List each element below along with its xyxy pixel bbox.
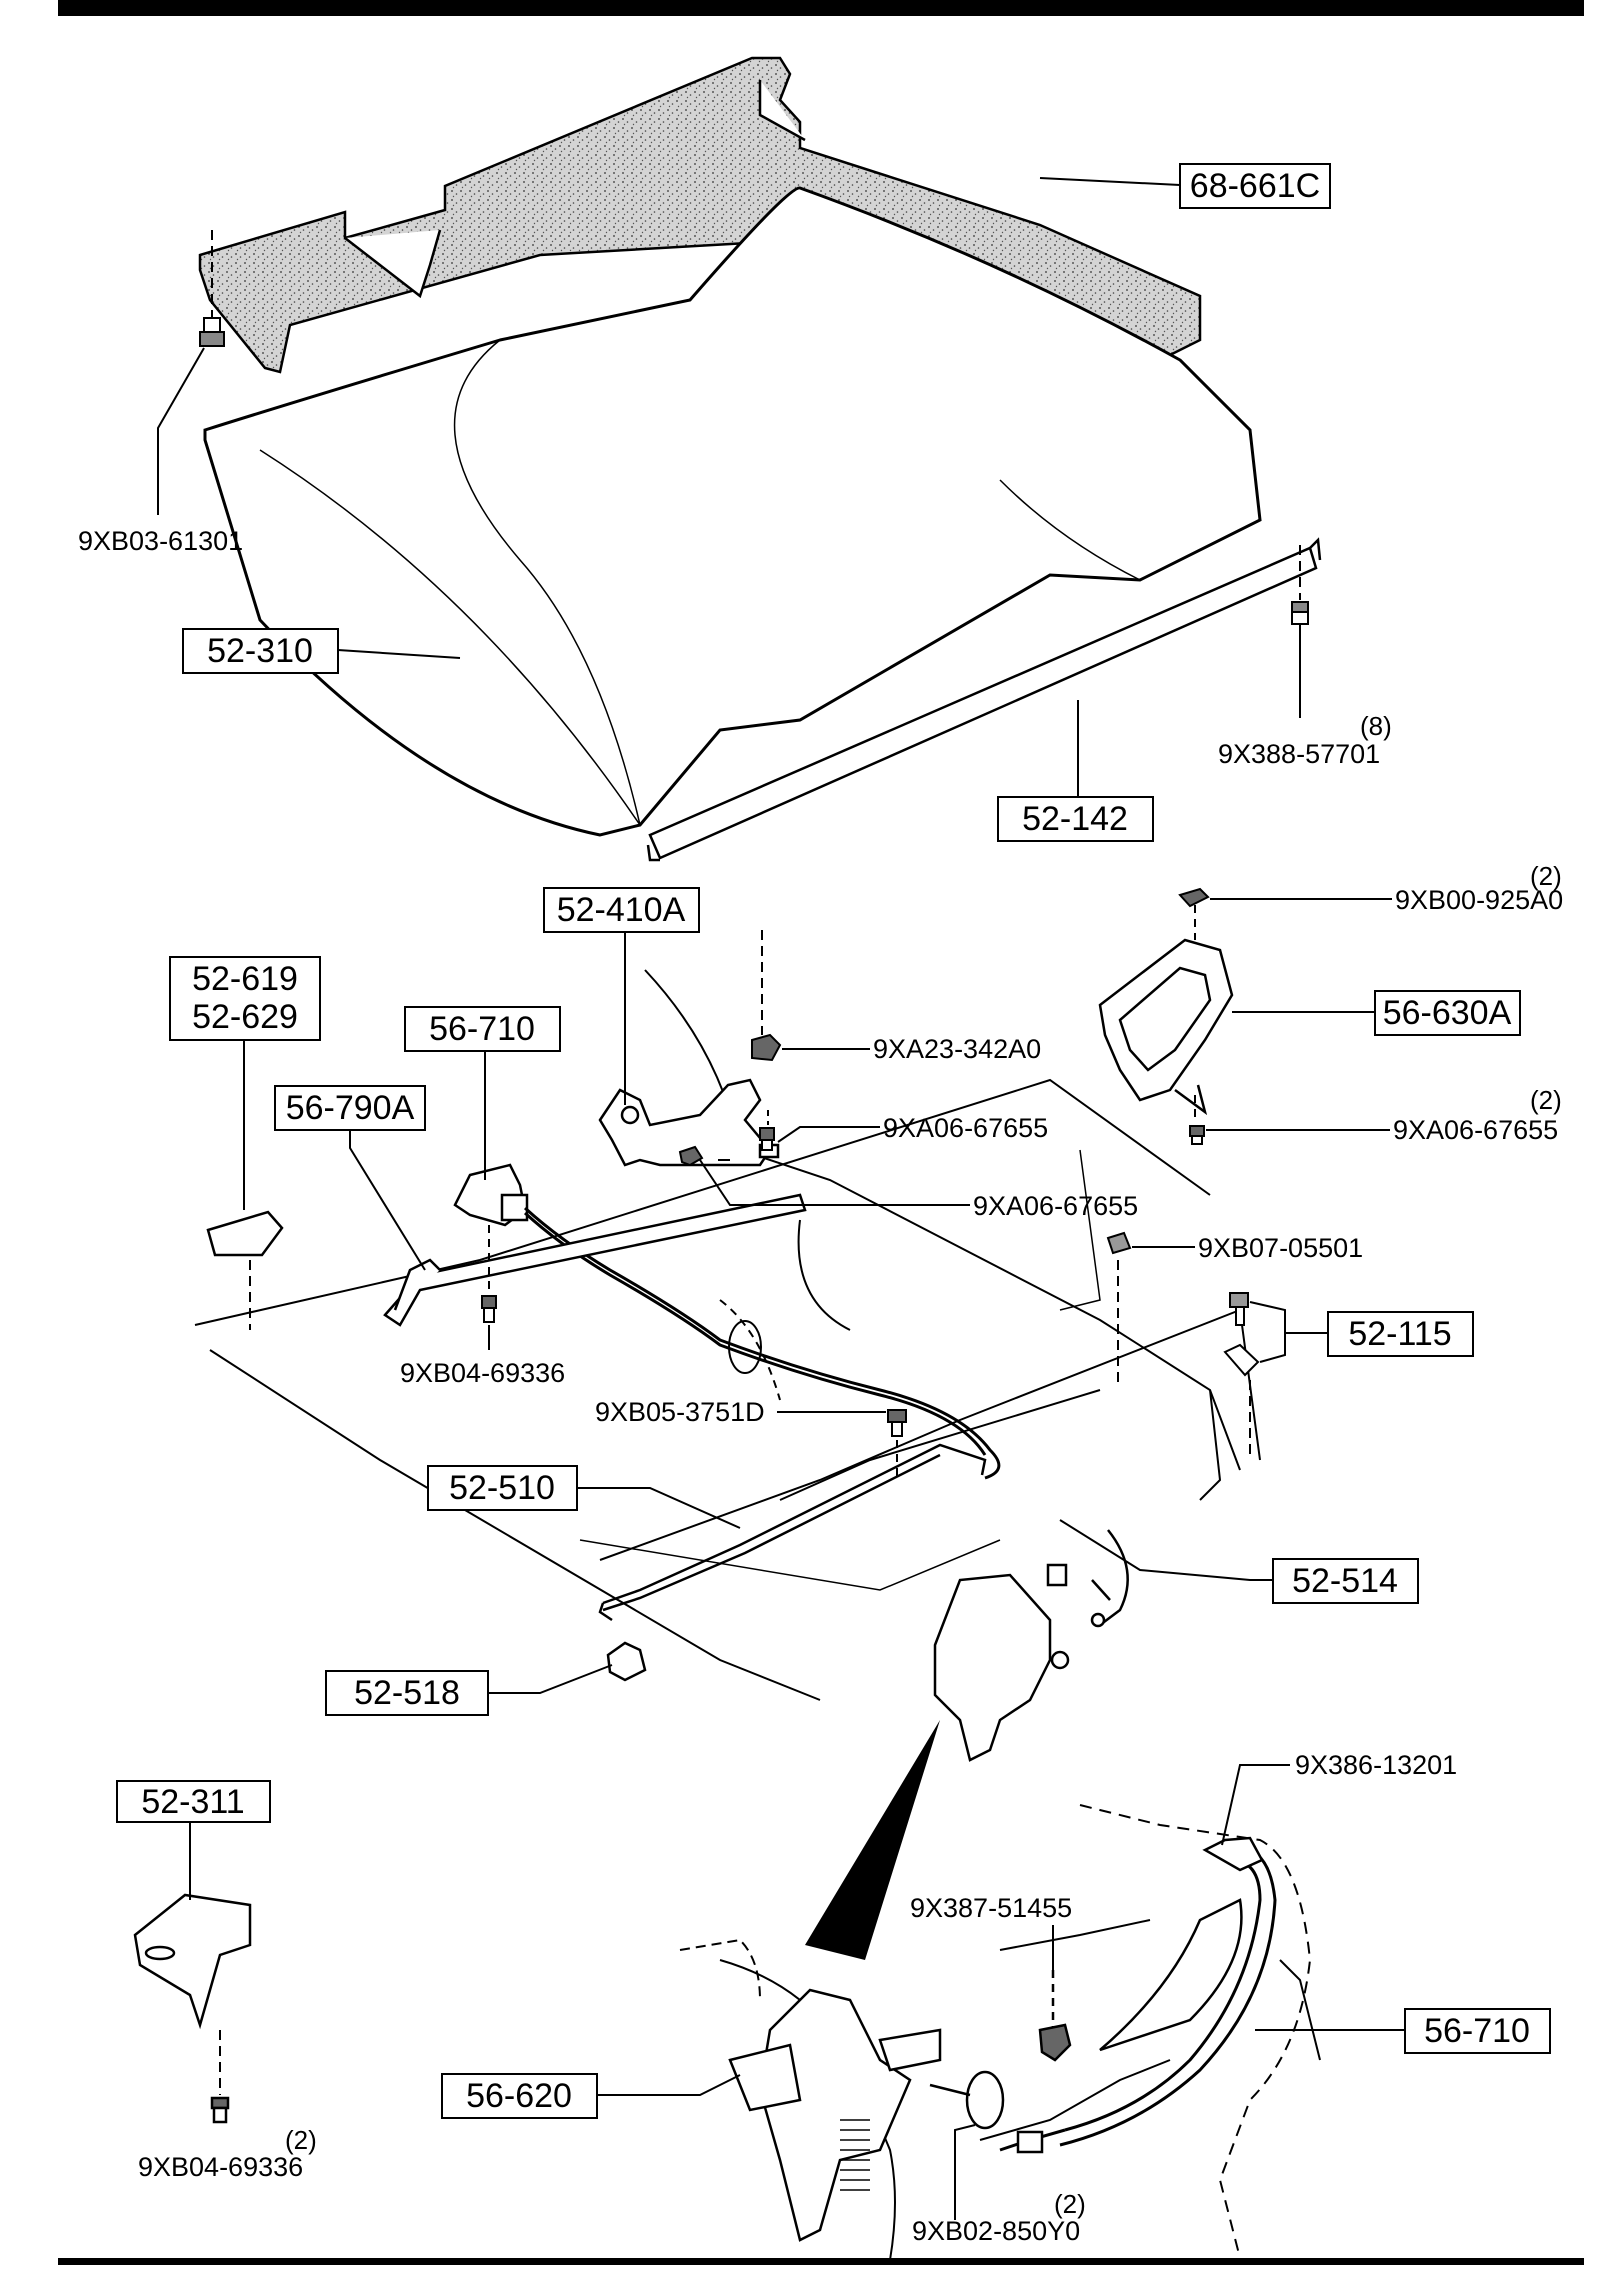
leader-lines <box>157 177 1405 2220</box>
label-52-629: 52-629 <box>192 998 298 1036</box>
label-9X388-57701: 9X388-57701 <box>1218 739 1380 769</box>
hood-panel-illustration <box>203 186 1262 837</box>
qty-9X388-57701: (8) <box>1360 711 1392 741</box>
hood-seal-strip-illustration <box>646 537 1322 862</box>
label-9X386-13201: 9X386-13201 <box>1295 1750 1457 1780</box>
release-handle-shape <box>453 1163 529 1227</box>
label-9XB03-61301: 9XB03-61301 <box>78 526 243 556</box>
label-56-620: 56-620 <box>466 2077 572 2115</box>
qty-9XB02-850Y0: (2) <box>1054 2189 1086 2219</box>
qty-9XB00-925A0: (2) <box>1530 861 1562 891</box>
bumper-cushion-shape <box>206 1210 284 1330</box>
latch-assembly-detail-shape <box>728 1836 1277 2242</box>
label-52-510: 52-510 <box>449 1469 555 1507</box>
label-52-518: 52-518 <box>354 1674 460 1712</box>
qty-9XA06-67655-c: (2) <box>1530 1085 1562 1115</box>
rod-clip-shape <box>606 1641 647 1682</box>
lock-brace-shape <box>598 1443 987 1622</box>
nut-9X388-57701-shape <box>1291 545 1309 625</box>
label-9XA23-342A0: 9XA23-342A0 <box>873 1034 1041 1064</box>
label-9X387-51455: 9X387-51455 <box>910 1893 1072 1923</box>
support-rod-shape <box>383 1193 807 1327</box>
label-9XB04-69336-a: 9XB04-69336 <box>400 1358 565 1388</box>
label-9XB07-05501: 9XB07-05501 <box>1198 1233 1363 1263</box>
label-56-710-top: 56-710 <box>429 1010 535 1048</box>
label-52-514: 52-514 <box>1292 1562 1398 1600</box>
label-52-410A: 52-410A <box>557 891 686 929</box>
top-rule <box>58 0 1584 16</box>
label-56-710-bottom: 56-710 <box>1424 2012 1530 2050</box>
label-9XB00-925A0: 9XB00-925A0 <box>1395 885 1563 915</box>
label-9XB05-3751D: 9XB05-3751D <box>595 1397 765 1427</box>
detail-pointer-wedge <box>805 1720 940 1960</box>
boxed-labels <box>116 163 1551 2119</box>
bolt-9XB03-61301-shape <box>199 230 225 347</box>
label-9XB02-850Y0: 9XB02-850Y0 <box>912 2216 1080 2246</box>
label-9XB04-69336-b: 9XB04-69336 <box>138 2152 303 2182</box>
label-52-115: 52-115 <box>1348 1315 1451 1353</box>
release-cable-shape <box>523 1206 1001 1480</box>
small-fastener-shapes <box>481 887 1260 1480</box>
hood-hinge-shape <box>598 1078 780 1167</box>
qty-9XB04-69336-b: (2) <box>285 2125 317 2155</box>
label-9XA06-67655-c: 9XA06-67655 <box>1393 1115 1558 1145</box>
lower-bracket-shape <box>133 1893 252 2124</box>
label-56-630A: 56-630A <box>1383 994 1512 1032</box>
label-68-661C: 68-661C <box>1190 167 1320 205</box>
label-56-790A: 56-790A <box>286 1089 415 1127</box>
label-9XA06-67655-b: 9XA06-67655 <box>973 1191 1138 1221</box>
label-52-311: 52-311 <box>141 1783 244 1821</box>
label-52-142: 52-142 <box>1022 800 1128 838</box>
release-lever-bezel-shape <box>1098 905 1234 1120</box>
hood-latch-shape <box>933 1529 1129 1762</box>
bottom-rule <box>58 2258 1584 2265</box>
label-52-310: 52-310 <box>207 632 313 670</box>
label-9XA06-67655-a: 9XA06-67655 <box>883 1113 1048 1143</box>
label-52-619: 52-619 <box>192 960 298 998</box>
